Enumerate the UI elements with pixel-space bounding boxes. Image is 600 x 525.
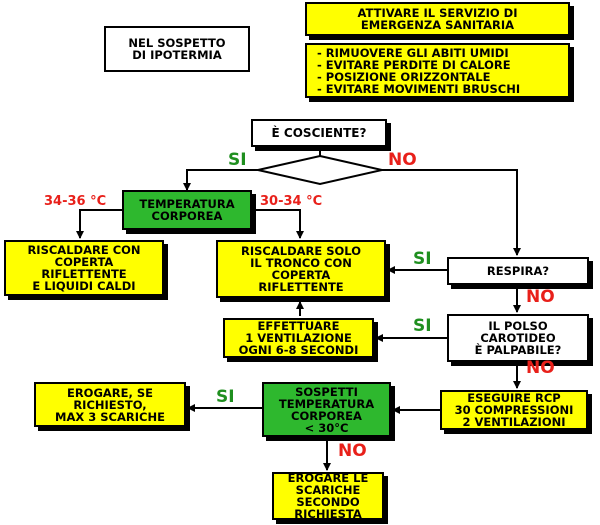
label-yes-conscious: SI [228, 150, 247, 170]
temp-range-low-label: 30-34 °C [260, 194, 323, 209]
warm-full-box: RISCALDARE CON COPERTA RIFLETTENTE E LIQ… [4, 240, 164, 296]
connector-temp-high [76, 209, 122, 239]
warm-trunk-box: RISCALDARE SOLO IL TRONCO CON COPERTA RI… [216, 240, 386, 298]
emergency-alert-box: ATTIVARE IL SERVIZIO DI EMERGENZA SANITA… [305, 2, 570, 36]
label-yes-breathing: SI [413, 249, 432, 269]
hypothermia-box: SOSPETTI TEMPERATURA CORPOREA < 30°C [262, 382, 391, 437]
connector-temp-low [252, 209, 304, 239]
connector-no-respira [382, 169, 521, 256]
temp-range-high-label: 34-36 °C [44, 194, 107, 209]
temperature-box: TEMPERATURA CORPOREA [122, 190, 252, 230]
label-no-conscious: NO [388, 150, 417, 170]
cpr-box: ESEGUIRE RCP 30 COMPRESSIONI 2 VENTILAZI… [440, 390, 588, 430]
connector-si-temperature [183, 169, 258, 191]
ventilation-box: EFFETTUARE 1 VENTILAZIONE OGNI 6-8 SECON… [223, 318, 374, 358]
label-no-hypothermia: NO [338, 441, 367, 461]
shocks-max-box: EROGARE, SE RICHIESTO, MAX 3 SCARICHE [34, 382, 186, 427]
breathing-question-box: RESPIRA? [447, 257, 589, 285]
shocks-request-box: EROGARE LE SCARICHE SECONDO RICHIESTA [272, 472, 384, 520]
initial-actions-box: - RIMUOVERE GLI ABITI UMIDI - EVITARE PE… [305, 43, 570, 98]
decision-diamond [257, 154, 383, 186]
conscious-question-box: È COSCIENTE? [251, 119, 387, 147]
label-no-breathing: NO [526, 287, 555, 307]
title-box: NEL SOSPETTO DI IPOTERMIA [104, 26, 250, 72]
label-no-pulse: NO [526, 358, 555, 378]
label-yes-hypothermia: SI [216, 387, 235, 407]
pulse-question-box: IL POLSO CAROTIDEO È PALPABILE? [447, 314, 589, 362]
label-yes-pulse: SI [413, 316, 432, 336]
